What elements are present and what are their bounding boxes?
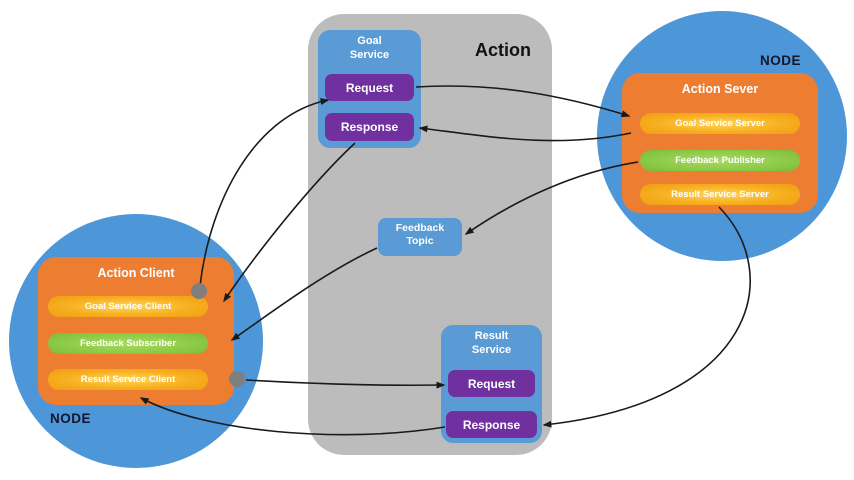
- goal-request-box: Request: [325, 74, 414, 101]
- goal-service-box: Goal Service Request Response: [318, 30, 421, 148]
- action-server-box: Action Sever Goal Service Server Feedbac…: [622, 73, 818, 213]
- server-node-label: NODE: [760, 53, 802, 68]
- goal-service-title: Goal Service: [349, 35, 390, 61]
- action-server-title: Action Sever: [681, 82, 759, 96]
- result-request-box: Request: [448, 370, 535, 397]
- feedback-topic-box: Feedback Topic: [378, 218, 462, 256]
- goal-client-connector-dot: [191, 283, 207, 299]
- feedback-subscriber-pill: Feedback Subscriber: [48, 333, 208, 354]
- action-client-box: Action Client Goal Service Client Feedba…: [38, 257, 234, 405]
- result-service-box: Result Service Request Response: [441, 325, 542, 443]
- goal-service-server-pill: Goal Service Server: [640, 113, 800, 134]
- feedback-publisher-pill: Feedback Publisher: [640, 150, 800, 171]
- goal-response-box: Response: [325, 113, 414, 141]
- result-service-server-pill: Result Service Server: [640, 184, 800, 205]
- client-node-label: NODE: [50, 411, 92, 426]
- result-service-client-pill: Result Service Client: [48, 369, 208, 390]
- result-response-box: Response: [446, 411, 537, 438]
- action-title: Action: [475, 40, 531, 60]
- result-service-title: Result Service: [471, 330, 512, 356]
- action-client-title: Action Client: [97, 266, 175, 280]
- goal-service-client-pill: Goal Service Client: [48, 296, 208, 317]
- feedback-topic-title: Feedback Topic: [395, 222, 445, 248]
- result-client-connector-dot: [229, 371, 245, 387]
